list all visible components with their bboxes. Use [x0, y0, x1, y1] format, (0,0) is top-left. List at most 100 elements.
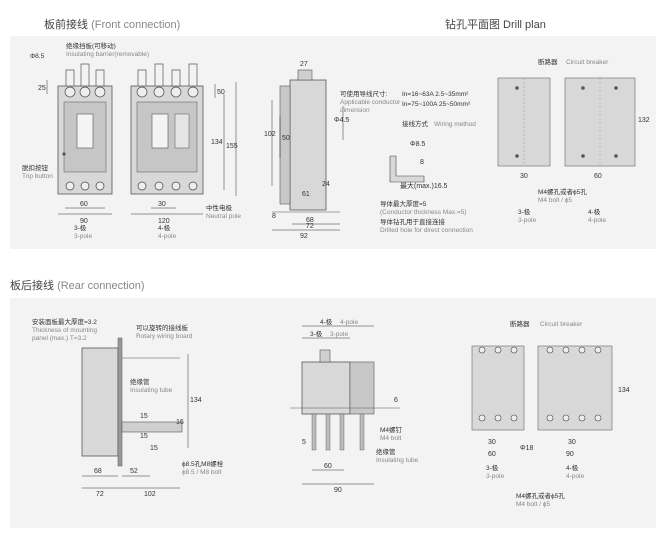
rear-plan-3pole: [471, 345, 525, 431]
drill-en: Drilled hole for direct connection: [380, 227, 473, 234]
rear-dimension-lines: [82, 354, 189, 489]
dim-90: 90: [80, 218, 88, 225]
rear-dim-72: 72: [96, 491, 104, 498]
side-dim-27: 27: [300, 61, 308, 68]
rear-side-view: [81, 337, 183, 467]
drill-cn: 导体钻孔用于直接连接: [380, 217, 446, 226]
drill-pole3-en: 3-pole: [518, 217, 536, 224]
rear-mid-dim-90: 90: [334, 487, 342, 494]
drill-dim-60: 60: [594, 173, 602, 180]
rear-mid-dimension-lines: [302, 325, 374, 485]
wire-en1: Applicable conductor: [340, 99, 401, 106]
dia-85-label: Φ8.5: [30, 53, 45, 60]
rear-tube-cn: 绝缘管: [130, 377, 150, 386]
neutral-en-label: Neutral pole: [206, 213, 241, 220]
method-cn: 接线方式: [402, 119, 429, 128]
pole4-cn: 4-极: [158, 223, 171, 232]
rear-dim-52: 52: [130, 468, 138, 475]
rear-mid-dim-6: 6: [394, 397, 398, 404]
breaker-3pole-front: [57, 63, 113, 195]
dim-120: 120: [158, 218, 170, 225]
rear-plan-4pole: [537, 345, 613, 431]
rear-mid-m4-cn: M4螺钉: [380, 425, 403, 434]
rear-mid-dim-60: 60: [324, 463, 332, 470]
method-en: Wiring method: [434, 121, 476, 128]
front-section-title: 板前接线 (Front connection): [44, 19, 181, 31]
rear-rotary-en: Rotary wiring board: [136, 333, 193, 340]
side-dim-24: 24: [322, 181, 330, 188]
rear-panel-cn: 安装面板最大厚度=3.2: [32, 317, 97, 326]
m-dia: Φ8.5: [410, 141, 425, 148]
drill-plan-4pole: [564, 77, 636, 167]
rear-plan-dim-134: 134: [618, 387, 630, 394]
rear-mid-p3-en: 3-pole: [330, 331, 348, 338]
rear-mid-view: [290, 349, 400, 451]
rear-mid-p4-en: 4-pole: [340, 319, 358, 326]
m-8: 8: [420, 159, 424, 166]
rear-dim-15a: 15: [140, 413, 148, 420]
wire-en2: dimension: [340, 107, 370, 114]
drill-pole4-en: 4-pole: [588, 217, 606, 224]
dim-25: 25: [38, 85, 46, 92]
neutral-cn-label: 中性电极: [206, 203, 233, 212]
barrier-en-label: Insulating barrier(removable): [66, 51, 149, 58]
rear-dim-15b: 15: [140, 433, 148, 440]
rear-mid-tube-en: Insulating tube: [376, 457, 419, 464]
rear-section-title: 板后接线 (Rear connection): [10, 280, 145, 292]
rear-mid-p3-cn: 3-极: [310, 329, 323, 338]
wiring-method-drawing: [389, 155, 425, 183]
drill-plan-title: 钻孔平面图 Drill plan: [445, 19, 546, 31]
rear-plan-bolt-cn: M4螺孔或者ϕ5孔: [516, 491, 565, 500]
barrier-cn-label: 绝缘挡板(可移动): [66, 41, 116, 50]
rear-bolt-en: ϕ8.5 / M8 bolt: [182, 469, 222, 476]
rear-plan-bolt-en: M4 bolt / ϕ5: [516, 501, 550, 508]
dim-134: 134: [211, 139, 223, 146]
rear-dim-68: 68: [94, 468, 102, 475]
side-dim-50: 50: [282, 135, 290, 142]
rear-plan-pole4-cn: 4-极: [566, 463, 579, 472]
pole3-en: 3-pole: [74, 233, 92, 240]
rear-plan-cb-en: Circuit breaker: [540, 321, 583, 328]
rear-plan-dim-30a: 30: [488, 439, 496, 446]
rear-dim-15c: 15: [150, 445, 158, 452]
dim-155: 155: [226, 143, 238, 150]
pole4-en: 4-pole: [158, 233, 176, 240]
drill-cb-cn: 断路器: [538, 57, 558, 66]
trip-cn-label: 脱扣按钮: [22, 163, 49, 172]
side-dim-phi45: Φ4.5: [334, 117, 349, 124]
dim-50: 50: [217, 89, 225, 96]
side-dim-61: 61: [302, 191, 310, 198]
pole3-cn: 3-极: [74, 223, 87, 232]
drill-cb-en: Circuit breaker: [566, 59, 609, 66]
m-max: 最大(max.)16.5: [400, 181, 448, 190]
breaker-4pole-front: [130, 63, 204, 195]
rear-connection-diagram: 安装面板最大厚度=3.2 Thickness of mounting panel…: [32, 317, 630, 508]
side-dim-92: 92: [300, 233, 308, 240]
drill-bolt-cn: M4螺孔或者ϕ5孔: [538, 187, 587, 196]
rear-plan-pole3-en: 3-pole: [486, 473, 504, 480]
breaker-side-view: [272, 69, 340, 213]
drill-dim-132: 132: [638, 117, 650, 124]
rear-plan-pole3-cn: 3-极: [486, 463, 499, 472]
rear-plan-dim-18: Φ18: [520, 445, 533, 452]
drill-bolt-en: M4 bolt / ϕ5: [538, 197, 572, 204]
wire-range-1: In=16~63A 2.5~35mm²: [402, 91, 469, 98]
rear-tube-en: Insulating tube: [130, 387, 173, 394]
side-dim-72: 72: [306, 223, 314, 230]
trip-en-label: Trip button: [22, 173, 53, 180]
rear-bolt-cn: ϕ8.5孔M8螺栓: [182, 459, 224, 468]
rear-dim-102: 102: [144, 491, 156, 498]
rear-mid-m4-en: M4 bolt: [380, 435, 402, 442]
rear-dim-134: 134: [190, 397, 202, 404]
front-dimension-lines: [46, 80, 344, 231]
side-dim-102: 102: [264, 131, 276, 138]
drill-pole3-cn: 3-极: [518, 207, 531, 216]
rear-mid-p4-cn: 4-极: [320, 317, 333, 326]
rear-plan-cb-cn: 断路器: [510, 319, 530, 328]
side-dim-8: 8: [272, 213, 276, 220]
drill-plan-3pole: [497, 77, 551, 167]
rear-rotary-cn: 可以旋转的接线板: [136, 323, 189, 332]
drill-dim-30: 30: [520, 173, 528, 180]
dim-30: 30: [158, 201, 166, 208]
wire-range-2: In=75~100A 25~50mm²: [402, 101, 471, 108]
